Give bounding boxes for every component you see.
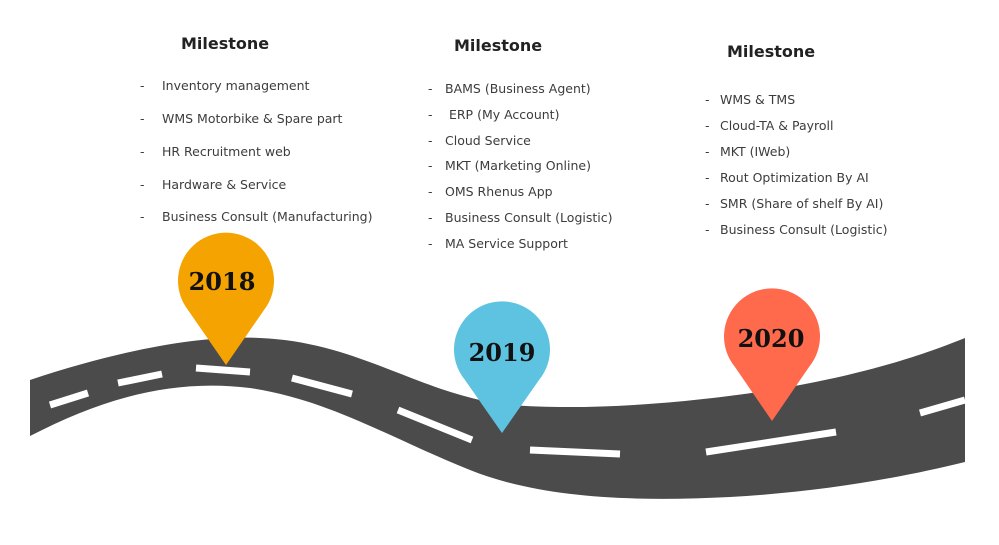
milestone-heading: Milestone bbox=[727, 42, 816, 61]
bullet-dash: - bbox=[140, 209, 145, 224]
lane-dash bbox=[291, 374, 353, 398]
bullet-dash: - bbox=[140, 144, 145, 159]
bullet-dash: - bbox=[140, 78, 145, 93]
lane-dash bbox=[48, 389, 90, 409]
pin-marker bbox=[178, 232, 274, 365]
lane-dash bbox=[117, 370, 163, 387]
year-pin-2018: 2018 bbox=[178, 232, 274, 365]
bullet-dash: - bbox=[428, 210, 433, 225]
lane-dash bbox=[529, 446, 621, 458]
milestone-heading: Milestone bbox=[454, 36, 543, 55]
bullet-dash: - bbox=[428, 184, 433, 199]
year-pin-2019: 2019 bbox=[454, 301, 550, 433]
lane-markings bbox=[48, 364, 966, 458]
bullet-dash: - bbox=[705, 170, 710, 185]
bullet-dash: - bbox=[428, 107, 433, 122]
year-label: 2018 bbox=[189, 267, 256, 296]
pin-marker bbox=[724, 288, 820, 421]
bullet-dash: - bbox=[428, 81, 433, 96]
bullet-dash: - bbox=[428, 133, 433, 148]
year-label: 2020 bbox=[738, 324, 805, 353]
bullet-dash: - bbox=[140, 177, 145, 192]
bullet-dash: - bbox=[140, 111, 145, 126]
bullet-dash: - bbox=[705, 92, 710, 107]
bullet-dash: - bbox=[705, 222, 710, 237]
bullet-dash: - bbox=[428, 236, 433, 251]
year-label: 2019 bbox=[469, 338, 536, 367]
lane-dash bbox=[396, 406, 474, 444]
bullet-dash: - bbox=[705, 196, 710, 211]
bullet-dash: - bbox=[428, 158, 433, 173]
lane-dash bbox=[705, 428, 837, 456]
pin-marker bbox=[454, 301, 550, 433]
bullet-dash: - bbox=[705, 144, 710, 159]
bullet-dash: - bbox=[705, 118, 710, 133]
year-pin-2020: 2020 bbox=[724, 288, 820, 421]
milestone-heading: Milestone bbox=[181, 34, 270, 53]
lane-dash bbox=[195, 364, 251, 376]
lane-dash bbox=[919, 396, 966, 417]
